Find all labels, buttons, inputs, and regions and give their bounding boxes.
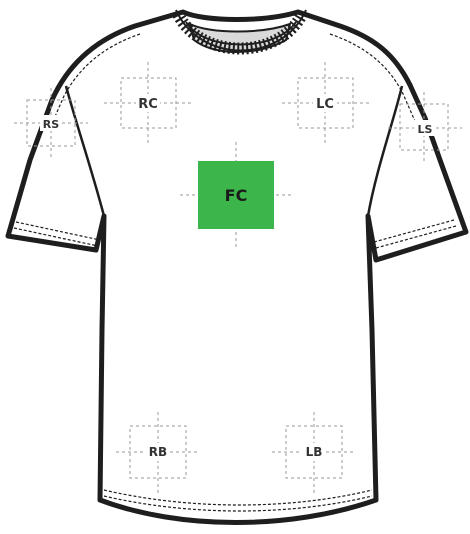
tshirt-body bbox=[8, 12, 466, 523]
zone-label-ls: LS bbox=[418, 123, 433, 136]
zone-label-rb: RB bbox=[149, 445, 167, 459]
zone-label-lb: LB bbox=[306, 445, 323, 459]
zone-label-rc: RC bbox=[138, 97, 158, 112]
tshirt-outline bbox=[8, 10, 466, 523]
zone-label-rs: RS bbox=[43, 118, 59, 131]
zone-label-lc: LC bbox=[316, 97, 334, 112]
zone-label-fc: FC bbox=[225, 186, 248, 205]
